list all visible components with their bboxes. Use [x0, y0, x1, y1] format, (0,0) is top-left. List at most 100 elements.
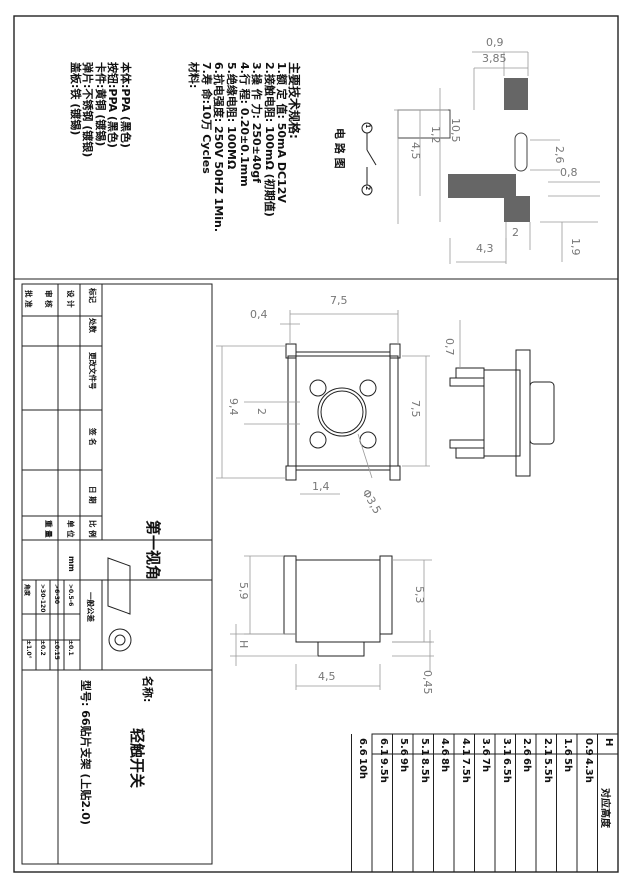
- height-table-cell: 6.5h: [500, 758, 512, 783]
- dimension-label: 1,2: [429, 126, 442, 144]
- tolerance-range: 角度: [23, 584, 30, 597]
- tolerance-range: >30-120: [39, 584, 46, 613]
- dimension-label: 0,9: [486, 36, 504, 49]
- tolerance-value: ±0.15: [53, 640, 60, 660]
- role-approve: 批 准: [24, 290, 33, 308]
- top-view: [216, 310, 430, 495]
- height-table-header: H: [603, 738, 614, 747]
- height-table-cell: 7.5h: [459, 758, 471, 783]
- switch-body-top: [287, 355, 399, 467]
- post-hole-1: [309, 379, 327, 397]
- plunger-top: [317, 387, 367, 437]
- material-line: 弹片:不锈钢 (镀银): [81, 62, 95, 158]
- dimension-label: 0,45: [421, 670, 434, 695]
- side-body: [483, 369, 521, 457]
- rev-header-mark: 标记: [88, 288, 97, 303]
- dimension-label: 1,9: [569, 238, 582, 256]
- pad-left: [448, 174, 516, 198]
- front-lead-right: [379, 555, 393, 635]
- side-view: [449, 320, 555, 477]
- dimension-label: 0,8: [560, 166, 578, 179]
- unit-label: 单 位: [66, 520, 75, 538]
- post-hole-4: [359, 431, 377, 449]
- post-hole-3: [309, 431, 327, 449]
- front-view: [230, 555, 434, 690]
- rev-header-doc: 更改文件号: [88, 352, 97, 390]
- dimension-label: 1,4: [312, 480, 330, 493]
- lead-bottom-right: [389, 465, 401, 481]
- height-table-cell: 2.1: [541, 738, 553, 756]
- material-line: 按钮:PPA (黑色): [106, 62, 120, 148]
- spec-line: 6.抗电强度: 250V 50HZ 1Min.: [212, 62, 226, 233]
- tolerance-range: >6-30: [53, 584, 60, 605]
- scale-label: 比 例: [88, 520, 97, 538]
- material-heading: 材料:: [187, 62, 201, 89]
- rev-header-count: 处数: [88, 318, 97, 333]
- height-table-cell: 3.1: [500, 738, 512, 756]
- pad-layout-view: [394, 51, 600, 264]
- spec-line: 2.接触电阻: 100mΩ (初期值): [262, 62, 276, 217]
- dimension-label: 2,6: [553, 146, 566, 164]
- height-table-cell: 5.6: [398, 738, 409, 756]
- side-lead-bottom: [449, 439, 485, 449]
- front-plunger: [317, 641, 365, 657]
- material-line: 卡件:黄铜 (镀锡): [93, 62, 107, 147]
- height-table-cell: 4.1: [459, 738, 471, 756]
- height-table-cell: 6.6: [357, 738, 368, 756]
- rev-header-date: 日 期: [88, 486, 97, 504]
- pad-top: [504, 78, 528, 110]
- front-body: [295, 559, 381, 643]
- height-table-cell: 4.6: [439, 738, 450, 756]
- model-label: 型号: 66贴片支架 (上贴2.0): [79, 680, 92, 825]
- height-table-cell: 8h: [439, 758, 450, 773]
- circuit-pin-1-label: 1: [364, 124, 371, 129]
- lead-top-left: [285, 343, 297, 359]
- dimension-label: 4,5: [409, 142, 422, 160]
- height-table-cell: 10h: [357, 758, 368, 780]
- spec-heading: 主要技术规格:: [287, 62, 301, 139]
- height-table-cell: 5.1: [418, 738, 430, 756]
- spec-block: 主要技术规格: 1.额 定 值: 50mA DC12V 2.接触电阻: 100m…: [187, 62, 301, 233]
- spec-line: 3.操 作 力: 250±40gf: [250, 62, 264, 183]
- height-table-cell: 6.1: [377, 738, 389, 756]
- dimension-label: 9,4: [227, 398, 240, 416]
- role-review: 审 核: [44, 290, 53, 308]
- front-lead-left: [283, 555, 297, 635]
- dimension-label: 10,5: [449, 118, 462, 143]
- height-table-cell: 3.6: [480, 738, 491, 756]
- lead-bottom-left: [285, 465, 297, 481]
- dimension-label: 0,7: [443, 338, 456, 356]
- dimension-label: 5,9: [237, 582, 250, 600]
- unit-value: mm: [67, 556, 76, 572]
- role-design: 设 计: [66, 290, 75, 308]
- lead-top-right: [389, 343, 401, 359]
- product-name: 轻触开关: [128, 728, 146, 789]
- dimension-label: 5,3: [413, 586, 426, 604]
- name-label: 名称:: [141, 676, 154, 703]
- dimension-label: 4,5: [318, 670, 336, 683]
- tolerance-value: ±1.0°: [25, 640, 32, 659]
- sheet-border: [13, 15, 619, 873]
- circuit-diagram: [361, 122, 377, 196]
- dimension-label: 0,4: [250, 308, 268, 321]
- material-line: 本体:PPA (黑色): [119, 62, 132, 148]
- dimension-label: 3,85: [482, 52, 507, 65]
- dimension-label: Φ3,5: [359, 487, 383, 516]
- height-table-cell: 2.6: [521, 738, 532, 756]
- side-lead-top: [449, 377, 485, 387]
- spec-line: 7.寿 命:10万 Cycles: [199, 62, 213, 174]
- material-line: 盖板:铁 (镀锡): [68, 62, 82, 136]
- height-table-cell: 4.3h: [582, 758, 594, 783]
- title-block: [21, 283, 213, 865]
- height-table-cell: 5h: [562, 758, 573, 773]
- dimension-label: 4,3: [476, 242, 494, 255]
- height-table-cell: 7h: [480, 758, 491, 773]
- projection-label: 第一视角: [144, 520, 162, 581]
- dimension-label: 7,5: [330, 294, 348, 307]
- height-table-cell: 5.5h: [541, 758, 553, 783]
- height-table-cell: 6h: [521, 758, 532, 773]
- pad-small: [504, 196, 530, 222]
- spec-line: 1.额 定 值: 50mA DC12V: [275, 62, 289, 203]
- dimension-label: 7,5: [409, 400, 422, 418]
